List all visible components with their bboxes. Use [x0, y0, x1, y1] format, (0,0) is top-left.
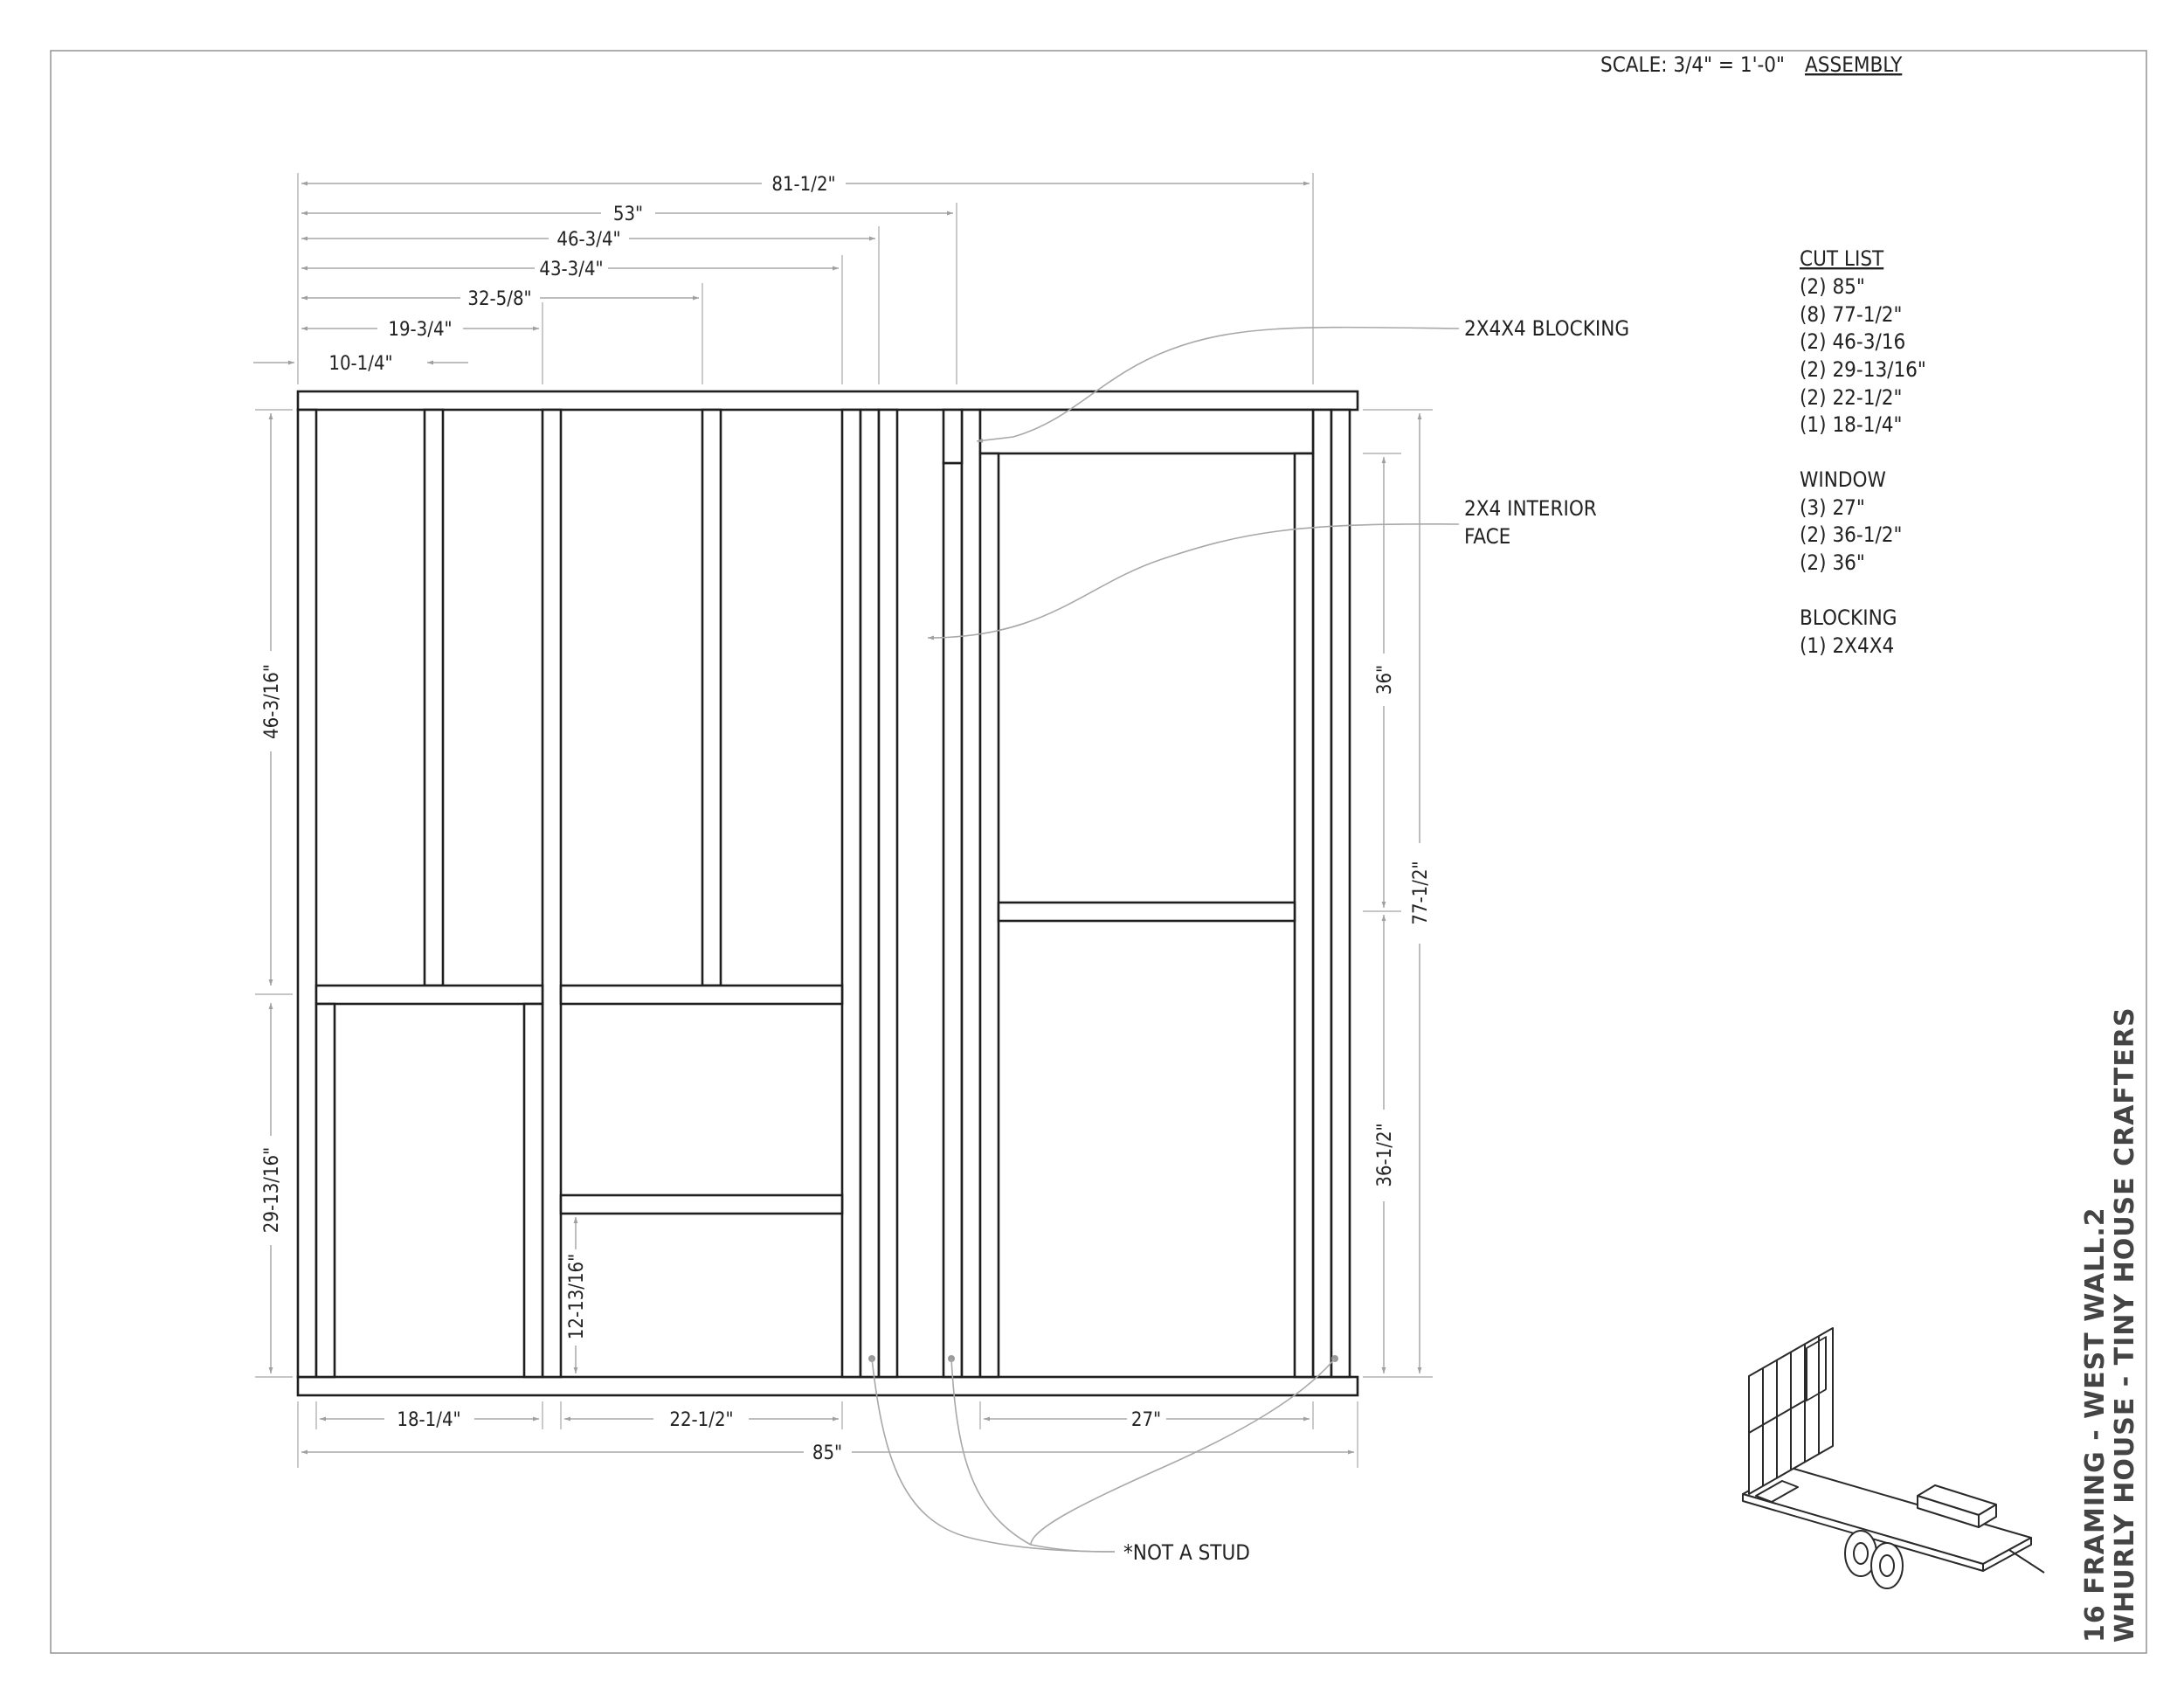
dimension-label: 18-1/4" — [397, 1409, 460, 1431]
upper-stud — [423, 408, 445, 987]
wall-frame — [296, 390, 1359, 1397]
cut-list-item: (2) 46-3/16 — [1800, 329, 1905, 354]
dimension-label: 32-5/8" — [467, 288, 531, 310]
stud — [541, 408, 563, 1379]
title-block: 16 FRAMING - WEST WALL.2 WHURLY HOUSE - … — [2080, 1007, 2140, 1643]
top-plate — [296, 390, 1359, 412]
dimension-label: 77-1/2" — [1410, 861, 1432, 924]
svg-text:2X4X4 BLOCKING: 2X4X4 BLOCKING — [1464, 316, 1629, 341]
title-block-project: WHURLY HOUSE - TINY HOUSE CRAFTERS — [2110, 1007, 2140, 1643]
cut-list-item: (2) 36" — [1800, 550, 1865, 575]
upper-stud — [701, 408, 722, 987]
stud-not-a-stud — [942, 461, 964, 1379]
svg-text:*NOT A STUD: *NOT A STUD — [1123, 1540, 1250, 1565]
title-block-sheet-title: 16 FRAMING - WEST WALL.2 — [2080, 1207, 2111, 1643]
dimension-label: 53" — [613, 204, 643, 225]
window-trimmer — [1293, 452, 1315, 1379]
stud — [960, 408, 982, 1379]
svg-text:FACE: FACE — [1464, 524, 1510, 549]
callout-blocking: 2X4X4 BLOCKING — [976, 316, 1629, 443]
stud-not-a-stud — [1330, 408, 1351, 1379]
dimension-label: 36" — [1374, 665, 1396, 695]
dimension-label: 46-3/16" — [261, 664, 283, 739]
stud — [1311, 408, 1333, 1379]
dimension-label: 27" — [1131, 1409, 1161, 1431]
dimension-label: 19-3/4" — [388, 319, 452, 341]
stud — [296, 408, 318, 1379]
drawing-view-title: ASSEMBLY — [1805, 52, 1903, 77]
window-trimmer — [978, 452, 1000, 1379]
left-dimensions: 46-3/16" 29-13/16" — [255, 409, 293, 1378]
dimension-label: 46-3/4" — [556, 229, 620, 251]
window-sill — [997, 901, 1296, 923]
horizontal-block — [314, 984, 544, 1006]
top-dimensions: 81-1/2" 53" 46-3/4" 43-3/4" 32-5/8" 19-3… — [253, 173, 1314, 384]
horizontal-block — [559, 984, 844, 1006]
dimension-label: 12-13/16" — [566, 1254, 588, 1339]
blocking-2x4x4 — [942, 408, 964, 465]
dimension-label: 43-3/4" — [539, 259, 603, 280]
callout-interior-face: 2X4 INTERIOR FACE — [927, 496, 1597, 640]
cut-list-item: (8) 77-1/2" — [1800, 302, 1902, 327]
svg-text:2X4 INTERIOR: 2X4 INTERIOR — [1464, 496, 1597, 521]
dimension-label: 85" — [812, 1442, 842, 1464]
stud — [840, 408, 862, 1379]
lower-stud — [522, 1002, 544, 1379]
window-header — [978, 408, 1315, 455]
cut-list-heading: CUT LIST — [1800, 246, 1884, 271]
drawing-scale: SCALE: 3/4" = 1'-0" — [1600, 52, 1785, 77]
horizontal-block — [559, 1193, 844, 1215]
cut-list-item: (2) 29-13/16" — [1800, 357, 1926, 382]
stud — [859, 408, 881, 1379]
dimension-label: 81-1/2" — [771, 174, 835, 196]
callout-not-a-stud: *NOT A STUD — [868, 1355, 1338, 1565]
cut-list-item: (1) 18-1/4" — [1800, 412, 1902, 437]
dimension-label: 10-1/4" — [328, 353, 392, 375]
cut-list-item: (2) 22-1/2" — [1800, 385, 1902, 410]
cut-list-item: (2) 85" — [1800, 274, 1865, 299]
cut-list-item: (3) 27" — [1800, 495, 1865, 520]
cut-list-item: (2) 36-1/2" — [1800, 522, 1902, 547]
cut-list-item: (1) 2X4X4 — [1800, 633, 1894, 658]
isometric-trailer-icon — [1742, 1327, 2045, 1589]
bottom-dimensions: 18-1/4" 22-1/2" 27" 85" — [297, 1401, 1358, 1468]
cut-list-blocking-heading: BLOCKING — [1800, 605, 1897, 630]
lower-stud — [314, 1002, 336, 1379]
cut-list: CUT LIST (2) 85" (8) 77-1/2" (2) 46-3/16… — [1800, 246, 1926, 658]
stud-not-a-stud — [877, 408, 899, 1379]
bottom-plate — [296, 1375, 1359, 1397]
dimension-label: 22-1/2" — [669, 1409, 733, 1431]
dimension-label: 29-13/16" — [261, 1147, 283, 1233]
cut-list-window-heading: WINDOW — [1800, 467, 1886, 492]
right-dimensions: 36" 77-1/2" 36-1/2" — [1363, 409, 1433, 1378]
dimension-label: 36-1/2" — [1374, 1123, 1396, 1186]
sheet-border — [50, 50, 2147, 1654]
inner-dimension: 12-13/16" — [566, 1217, 588, 1373]
